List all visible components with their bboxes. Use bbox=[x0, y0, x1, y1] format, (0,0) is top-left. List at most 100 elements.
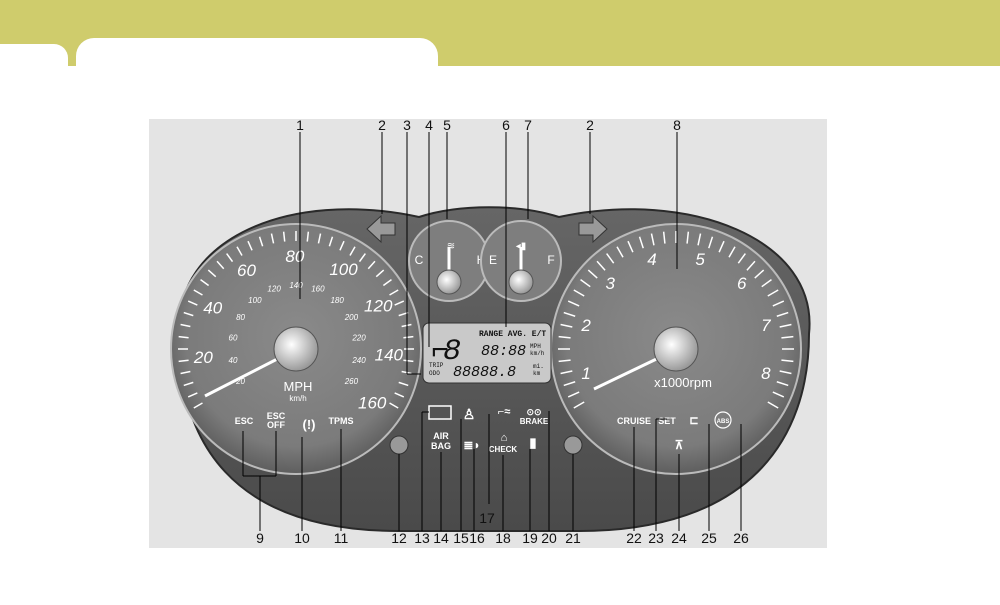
dial-label: 20 bbox=[193, 348, 213, 367]
dial-tick bbox=[367, 260, 376, 270]
lcd-mode-button bbox=[563, 435, 583, 455]
dial-label: 8 bbox=[761, 364, 771, 383]
dial-tick bbox=[754, 269, 765, 279]
dial-tick bbox=[317, 233, 322, 244]
callout-number: 17 bbox=[479, 510, 495, 526]
dial-tick bbox=[226, 253, 234, 263]
temperature-gauge: C H ≋ bbox=[408, 220, 490, 302]
dial-tick bbox=[776, 311, 789, 317]
dial-tick bbox=[187, 392, 198, 398]
callout-number: 4 bbox=[425, 119, 433, 133]
airbag-indicator-bottom: BAG bbox=[431, 441, 451, 451]
dial-tick bbox=[560, 323, 573, 328]
lcd-speed-unit-bottom: km/h bbox=[530, 350, 545, 357]
lcd-dist-unit-bottom: km bbox=[533, 370, 541, 377]
dial-label: 80 bbox=[285, 247, 304, 266]
dial-tick bbox=[746, 260, 756, 271]
dial-tick bbox=[662, 231, 666, 244]
dial-tick bbox=[638, 236, 644, 249]
callout-number: 5 bbox=[443, 119, 451, 133]
dial-tick bbox=[187, 300, 198, 306]
dial-tick bbox=[767, 289, 779, 297]
lcd-trip-label: TRIP bbox=[429, 362, 444, 369]
dial-tick bbox=[596, 260, 606, 271]
dial-tick bbox=[779, 323, 792, 328]
dial-tick bbox=[627, 240, 634, 253]
dial-tick bbox=[178, 335, 189, 339]
callout-numbers: 1 2 3 4 5 6 7 2 8 9 10 11 12 13 14 15 16… bbox=[256, 119, 749, 546]
callout-number: 9 bbox=[256, 530, 264, 546]
dial-label: 140 bbox=[289, 281, 303, 290]
callout-number: 2 bbox=[378, 119, 386, 133]
dial-tick bbox=[563, 381, 576, 387]
fuel-gauge: E F ◂▮ bbox=[480, 220, 562, 302]
dial-tick bbox=[180, 370, 191, 375]
lcd-dist-unit-top: mi. bbox=[533, 363, 544, 370]
dial-tick bbox=[389, 289, 399, 296]
dial-tick bbox=[558, 335, 571, 339]
dial-tick bbox=[772, 391, 785, 398]
check-engine-indicator: CHECK bbox=[489, 445, 518, 454]
dial-label: 160 bbox=[311, 285, 325, 294]
tachometer-hub bbox=[653, 326, 699, 372]
dial-tick bbox=[563, 311, 576, 317]
dial-tick bbox=[178, 359, 189, 363]
dial-tick bbox=[216, 260, 225, 270]
lcd-speed-unit-top: MPH bbox=[530, 343, 541, 350]
lcd-gear-digits: ⌐ bbox=[431, 335, 449, 369]
left-turn-signal-icon bbox=[366, 214, 396, 244]
tachometer-ticks bbox=[558, 231, 794, 409]
callout-number: 26 bbox=[733, 530, 749, 546]
speedometer-sub-unit: km/h bbox=[289, 394, 306, 403]
callout-number: 6 bbox=[502, 119, 510, 133]
dial-tick bbox=[339, 240, 345, 251]
dial-tick bbox=[270, 233, 275, 244]
esc-indicator: ESC bbox=[235, 416, 254, 426]
dial-tick bbox=[398, 381, 409, 387]
headlight-icon: ≣◗ bbox=[463, 438, 480, 452]
dial-tick bbox=[772, 300, 785, 307]
seatbelt-icon: ♙ bbox=[463, 406, 476, 422]
dial-tick bbox=[781, 359, 794, 363]
trunk-open-icon: ⊼ bbox=[675, 438, 684, 452]
dial-label: 20 bbox=[235, 377, 245, 386]
dial-label: 240 bbox=[351, 356, 366, 365]
callout-number: 12 bbox=[391, 530, 407, 546]
dial-label: 180 bbox=[330, 296, 344, 305]
callout-number: 25 bbox=[701, 530, 717, 546]
right-turn-signal-icon bbox=[578, 214, 608, 244]
callout-number: 23 bbox=[648, 530, 664, 546]
tpms-indicator: TPMS bbox=[328, 416, 353, 426]
fuel-gauge-high-label: F bbox=[547, 253, 554, 267]
dial-tick bbox=[207, 269, 217, 278]
speedometer-needle bbox=[204, 351, 290, 398]
dial-tick bbox=[200, 279, 210, 287]
dial-tick bbox=[560, 370, 573, 375]
dial-label: 60 bbox=[229, 334, 238, 343]
lcd-range-avg-label: RANGE AVG. E/T bbox=[479, 330, 546, 339]
dial-label: 220 bbox=[351, 334, 366, 343]
engine-check-icon: ⌂ bbox=[501, 432, 508, 444]
dial-tick bbox=[718, 240, 725, 253]
dial-tick bbox=[728, 246, 736, 258]
dial-tick bbox=[258, 236, 264, 247]
dial-tick bbox=[761, 279, 772, 288]
airbag-indicator-top: AIR bbox=[433, 431, 449, 441]
dial-label: 1 bbox=[581, 364, 590, 383]
esc-off-indicator-bottom: OFF bbox=[267, 420, 285, 430]
dial-tick bbox=[382, 279, 392, 287]
dial-tick bbox=[236, 246, 243, 256]
dial-tick bbox=[282, 231, 286, 242]
speedometer-unit: MPH bbox=[284, 379, 313, 394]
oil-pressure-icon: ⌐≈ bbox=[498, 406, 510, 418]
dial-label: 120 bbox=[364, 296, 393, 315]
dial-tick bbox=[767, 401, 779, 409]
callout-number: 7 bbox=[524, 119, 532, 133]
callout-number: 15 bbox=[453, 530, 469, 546]
fuel-gauge-low-label: E bbox=[489, 253, 497, 267]
dial-label: 3 bbox=[606, 274, 616, 293]
callout-number: 14 bbox=[433, 530, 449, 546]
dial-tick bbox=[686, 231, 690, 244]
